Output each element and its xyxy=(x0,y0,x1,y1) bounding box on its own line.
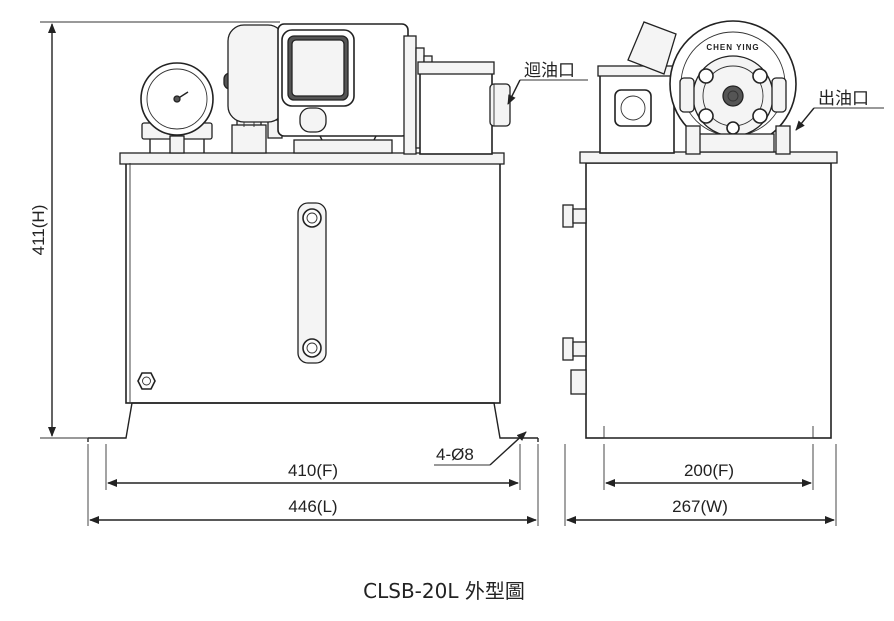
side-view: CHEN YING xyxy=(562,20,838,439)
hole-label: 4-Ø8 xyxy=(436,445,474,464)
front-outer-width-label: 446(L) xyxy=(288,497,337,516)
front-width-dimensions: 410(F) 446(L) 4-Ø8 xyxy=(87,431,539,526)
side-width-dimensions: 200(F) 267(W) xyxy=(564,444,837,526)
height-label: 411(H) xyxy=(29,205,48,256)
return-port-label: 迴油口 xyxy=(524,61,575,80)
drain-plug xyxy=(137,372,156,390)
return-port-callout: 迴油口 xyxy=(507,61,588,105)
pressure-gauge xyxy=(140,62,214,154)
side-outer-width-label: 267(W) xyxy=(672,497,728,516)
front-view xyxy=(87,23,539,442)
gear-pump: CHEN YING xyxy=(627,20,797,155)
pump-brand-text: CHEN YING xyxy=(706,43,759,52)
return-port-housing xyxy=(417,61,511,155)
front-base xyxy=(87,402,539,442)
height-dimension: 411(H) xyxy=(29,21,280,439)
drawing-caption: CLSB-20L 外型圖 xyxy=(363,579,525,603)
level-gauge-bar xyxy=(297,202,327,364)
motor xyxy=(227,23,433,155)
outlet-port-label: 出油口 xyxy=(818,89,869,108)
side-inner-width-label: 200(F) xyxy=(684,461,734,480)
outlet-port-callout: 出油口 xyxy=(795,89,884,131)
side-tank xyxy=(585,162,832,439)
front-inner-width-label: 410(F) xyxy=(288,461,338,480)
